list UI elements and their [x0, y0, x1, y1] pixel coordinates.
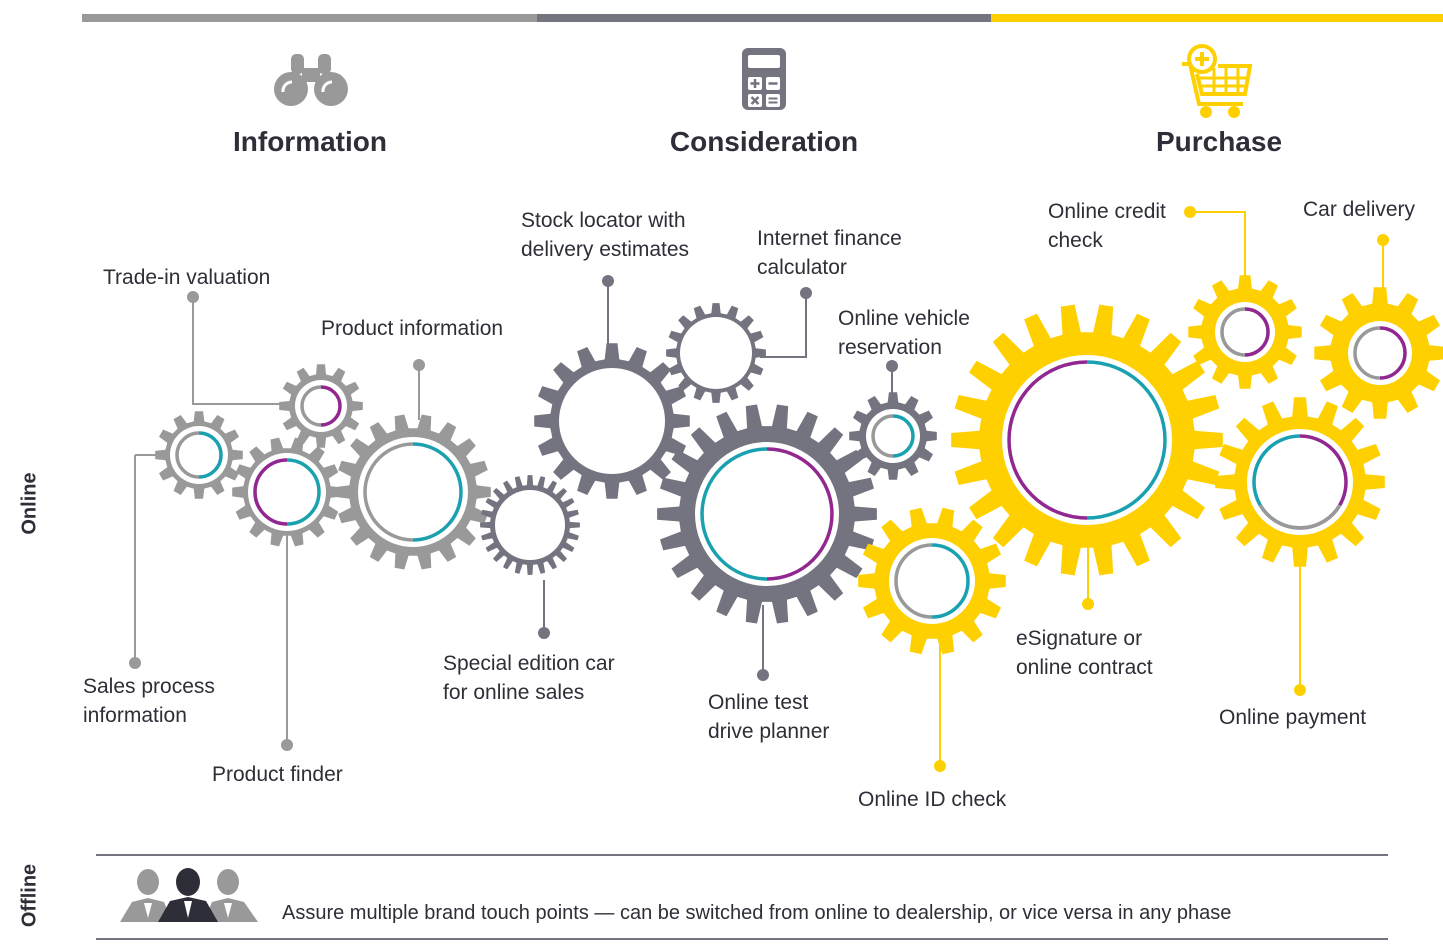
- gear-ring-online-payment-2: [1258, 504, 1342, 530]
- phase-title-purchase: Purchase: [1155, 126, 1283, 157]
- offline-top-rule: [96, 854, 1388, 856]
- label-credit-check: Online credit check: [1048, 200, 1166, 252]
- gear-ring-id-check-0: [931, 543, 970, 619]
- connector-dot-5: [538, 627, 550, 639]
- phase-bar-consideration: [537, 14, 992, 22]
- connector-dot-13: [1294, 684, 1306, 696]
- gear-ring-credit-check-0: [1244, 307, 1270, 357]
- gear-ring-esignature-0: [1086, 360, 1167, 520]
- gear-ring-vehicle-reservation-1: [871, 414, 894, 458]
- gear-hole-test-drive: [695, 442, 839, 586]
- gear-ring-car-delivery-0: [1379, 326, 1407, 380]
- gear-ring-id-check-1: [894, 543, 933, 619]
- phase-bar-purchase: [991, 14, 1443, 22]
- gear-hole-product-information: [358, 437, 468, 547]
- connector-dot-2: [413, 359, 425, 371]
- label-product-information: Product information: [321, 317, 504, 340]
- gear-ring-product-information-0: [412, 442, 463, 542]
- label-product-finder: Product finder: [212, 763, 343, 786]
- channel-label-offline: Offline: [18, 863, 41, 928]
- gear-ring-product-finder-1: [253, 458, 288, 526]
- gear-ring-trade-in-1: [300, 385, 322, 427]
- connector-dot-8: [757, 669, 769, 681]
- label-trade-in-valuation: Trade-in valuation: [103, 266, 271, 289]
- connector-dot-6: [800, 287, 812, 299]
- gear-ring-trade-in-0: [320, 385, 342, 427]
- connector-dot-1: [187, 291, 199, 303]
- connector-dot-3: [281, 739, 293, 751]
- connector-dot-9: [1184, 206, 1196, 218]
- phase-bar-information: [82, 14, 538, 22]
- label-car-delivery: Car delivery: [1303, 198, 1416, 221]
- connector-credit-check: [1190, 211, 1246, 290]
- label-sales-process-information: Sales process information: [83, 675, 215, 727]
- gear-ring-credit-check-1: [1220, 307, 1246, 357]
- calculator-icon: [742, 48, 786, 110]
- connector-finance-calculator: [760, 293, 807, 358]
- offline-bottom-rule: [96, 938, 1388, 940]
- connector-dot-0: [129, 657, 141, 669]
- gear-hole-credit-check: [1215, 302, 1275, 362]
- label-vehicle-reservation: Online vehicle reservation: [838, 307, 970, 359]
- channel-label-online: Online: [18, 472, 41, 535]
- people-icon: [120, 868, 258, 922]
- connector-dot-4: [602, 275, 614, 287]
- label-test-drive-planner: Online test drive planner: [708, 691, 830, 743]
- connector-dot-7: [886, 360, 898, 372]
- label-special-edition: Special edition car for online sales: [443, 652, 615, 704]
- label-online-id-check: Online ID check: [858, 788, 1007, 811]
- gear-ring-product-information-1: [363, 442, 414, 542]
- gear-ring-test-drive-1: [700, 447, 768, 581]
- phase-title-consideration: Consideration: [669, 126, 859, 157]
- connector-dot-11: [934, 760, 946, 772]
- label-online-payment: Online payment: [1219, 706, 1367, 729]
- label-stock-locator: Stock locator with delivery estimates: [521, 209, 690, 261]
- gear-hole-special-edition: [495, 490, 565, 560]
- connector-trade-in: [192, 297, 285, 405]
- cart-add-icon: [1182, 44, 1253, 118]
- gear-ring-product-finder-0: [286, 458, 321, 526]
- gear-ring-vehicle-reservation-0: [892, 414, 915, 458]
- connector-dot-12: [1082, 598, 1094, 610]
- binoculars-icon: [274, 54, 348, 106]
- label-esignature: eSignature or online contract: [1016, 627, 1153, 679]
- gear-ring-sales-process-1: [175, 431, 200, 479]
- offline-description: Assure multiple brand touch points — can…: [282, 902, 1232, 924]
- gear-hole-stock-locator: [559, 368, 665, 474]
- gear-hole-product-finder: [248, 453, 326, 531]
- gear-hole-esignature: [1002, 355, 1172, 525]
- gear-ring-esignature-1: [1007, 360, 1088, 520]
- connector-dot-10: [1377, 234, 1389, 246]
- gear-hole-online-payment: [1247, 429, 1353, 535]
- label-finance-calculator: Internet finance calculator: [757, 227, 902, 279]
- gear-ring-car-delivery-1: [1353, 326, 1381, 380]
- phase-title-information: Information: [233, 126, 387, 157]
- gear-hole-car-delivery: [1348, 321, 1412, 385]
- gear-ring-sales-process-0: [198, 431, 223, 479]
- gear-hole-finance-calculator: [680, 317, 752, 389]
- gear-ring-test-drive-0: [766, 447, 834, 581]
- gear-hole-id-check: [889, 538, 975, 624]
